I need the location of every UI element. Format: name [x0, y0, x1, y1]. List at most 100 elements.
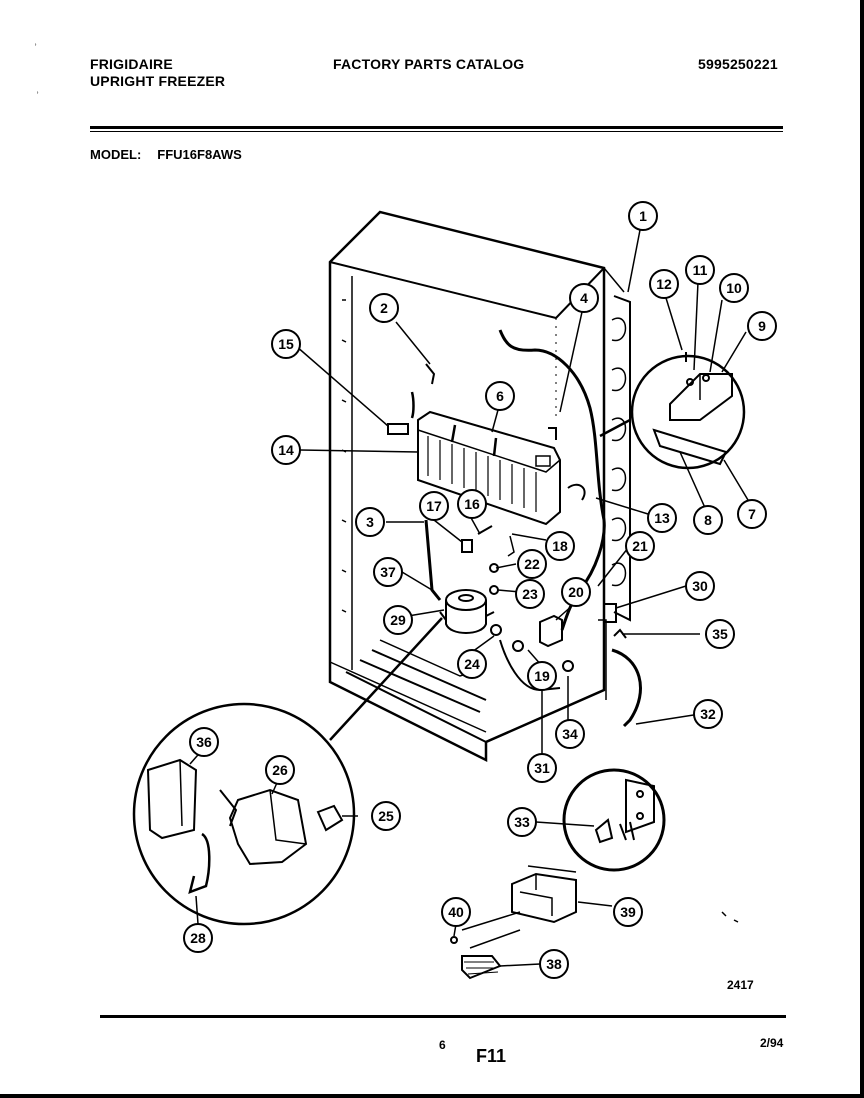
callout-circle	[685, 255, 715, 285]
callout-34: 34	[555, 719, 585, 749]
callout-21: 21	[625, 531, 655, 561]
callout-15: 15	[271, 329, 301, 359]
page-number: 6	[439, 1038, 446, 1052]
callout-6: 6	[485, 381, 515, 411]
callout-18: 18	[545, 531, 575, 561]
callout-40: 40	[441, 897, 471, 927]
scan-mark	[721, 911, 739, 923]
callout-number: 3	[366, 514, 374, 530]
callout-number: 38	[546, 956, 562, 972]
callout-circle	[355, 507, 385, 537]
drain-heater-box	[512, 603, 627, 672]
callout-number: 18	[552, 538, 568, 554]
model-number: FFU16F8AWS	[157, 147, 242, 162]
callout-circle	[555, 719, 585, 749]
callout-circle	[539, 949, 569, 979]
callout-circle	[369, 293, 399, 323]
callout-number: 17	[426, 498, 442, 514]
callout-circle	[527, 753, 557, 783]
callout-2: 2	[369, 293, 399, 323]
callout-number: 10	[726, 280, 742, 296]
catalog-part-number: 5995250221	[698, 56, 778, 72]
callout-26: 26	[265, 755, 295, 785]
callout-number: 37	[380, 564, 396, 580]
callout-circle	[685, 571, 715, 601]
callout-28: 28	[183, 923, 213, 953]
compressor	[439, 589, 495, 634]
callout-number: 30	[692, 578, 708, 594]
callout-number: 24	[464, 656, 480, 672]
model-label: MODEL:	[90, 147, 142, 162]
callout-circle	[515, 579, 545, 609]
callout-number: 26	[272, 762, 288, 778]
callout-circle	[265, 755, 295, 785]
scan-mark: ˒	[34, 38, 38, 49]
callout-number: 21	[632, 538, 648, 554]
callout-circle	[507, 807, 537, 837]
callout-1: 1	[628, 201, 658, 231]
callout-11: 11	[685, 255, 715, 285]
callout-number: 20	[568, 584, 584, 600]
callout-circle	[705, 619, 735, 649]
callout-number: 33	[514, 814, 530, 830]
callout-circle	[693, 505, 723, 535]
callout-circle	[561, 577, 591, 607]
brand-block: FRIGIDAIRE UPRIGHT FREEZER	[90, 56, 225, 90]
callout-19: 19	[527, 661, 557, 691]
callout-number: 1	[639, 208, 647, 224]
relay-overload-detail	[132, 617, 443, 926]
brand-name: FRIGIDAIRE	[90, 56, 173, 72]
callout-7: 7	[737, 499, 767, 529]
callout-14: 14	[271, 435, 301, 465]
callouts: 1234678910111213141516171819202122232425…	[183, 201, 777, 979]
callout-37: 37	[373, 557, 403, 587]
callout-38: 38	[539, 949, 569, 979]
callout-circle	[649, 269, 679, 299]
callout-number: 2	[380, 300, 388, 316]
callout-circle	[517, 549, 547, 579]
callout-number: 34	[562, 726, 578, 742]
callout-number: 32	[700, 706, 716, 722]
callout-circle	[271, 435, 301, 465]
callout-circle	[189, 727, 219, 757]
callout-circle	[625, 531, 655, 561]
callout-number: 7	[748, 506, 756, 522]
callout-number: 31	[534, 760, 550, 776]
callout-number: 16	[464, 496, 480, 512]
grille-assembly	[450, 865, 577, 980]
leader-lines	[189, 229, 749, 967]
model-line: MODEL: FFU16F8AWS	[90, 147, 242, 162]
callout-9: 9	[747, 311, 777, 341]
callout-29: 29	[383, 605, 413, 635]
callout-circle	[371, 801, 401, 831]
callout-number: 23	[522, 586, 538, 602]
callout-circle	[569, 283, 599, 313]
callout-33: 33	[507, 807, 537, 837]
callout-number: 13	[654, 510, 670, 526]
callout-circle	[457, 489, 487, 519]
scan-mark: ˒	[36, 86, 40, 97]
callout-8: 8	[693, 505, 723, 535]
callout-number: 29	[390, 612, 406, 628]
callout-circle	[485, 381, 515, 411]
callout-circle	[183, 923, 213, 953]
callout-number: 4	[580, 290, 588, 306]
callout-circle	[693, 699, 723, 729]
callout-circle	[441, 897, 471, 927]
callout-25: 25	[371, 801, 401, 831]
revision-date: 2/94	[760, 1036, 784, 1050]
callout-number: 9	[758, 318, 766, 334]
diagram-id: 2417	[727, 978, 754, 992]
callout-39: 39	[613, 897, 643, 927]
callout-number: 22	[524, 556, 540, 572]
callout-13: 13	[647, 503, 677, 533]
callout-36: 36	[189, 727, 219, 757]
cord-detail	[562, 768, 666, 872]
catalog-title: FACTORY PARTS CATALOG	[333, 56, 525, 72]
callout-12: 12	[649, 269, 679, 299]
callout-circle	[613, 897, 643, 927]
callout-4: 4	[569, 283, 599, 313]
header-rule	[90, 126, 783, 129]
callout-number: 25	[378, 808, 394, 824]
